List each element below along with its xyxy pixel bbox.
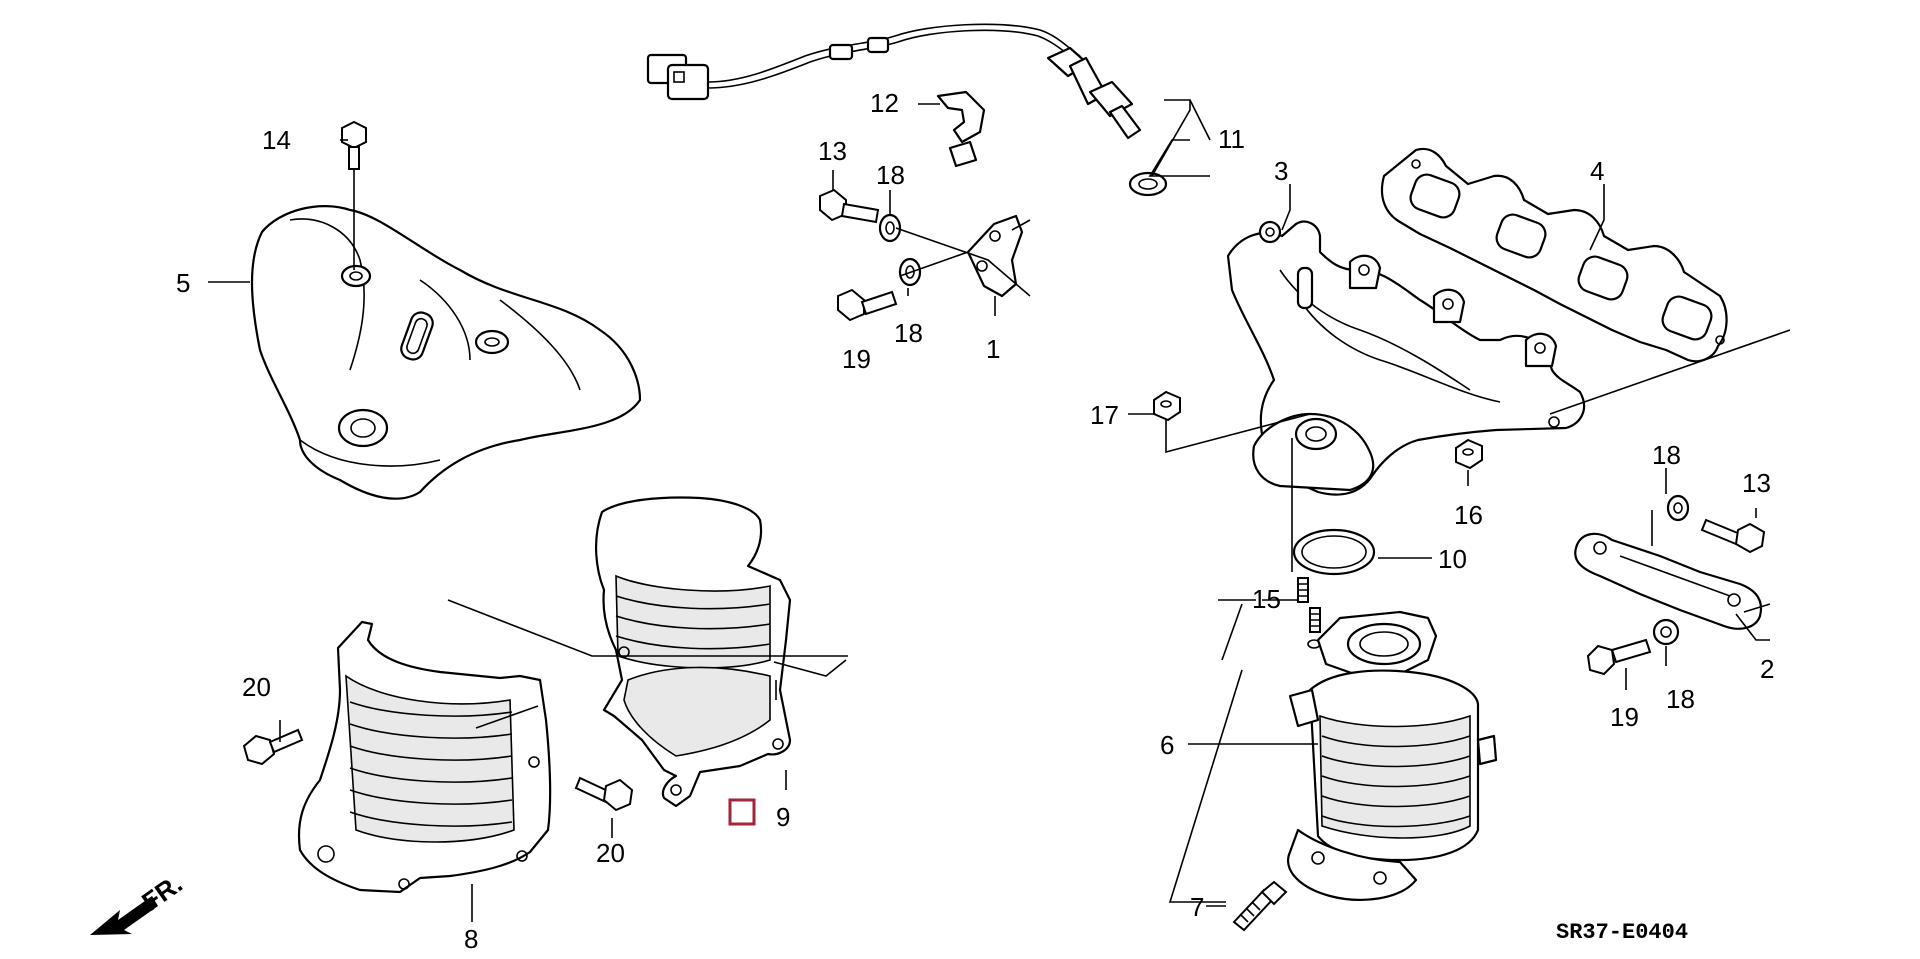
- ring-gasket-10[interactable]: [1292, 528, 1376, 576]
- callout-7: 7: [1190, 892, 1204, 922]
- callout-18-mid: 18: [894, 318, 923, 348]
- catalytic-converter-6[interactable]: [1287, 610, 1498, 901]
- bolt-20-right[interactable]: [574, 776, 634, 812]
- bolt-13-right[interactable]: [1700, 518, 1766, 554]
- selection-marker[interactable]: [728, 798, 756, 826]
- callout-18-right-bottom: 18: [1666, 684, 1695, 714]
- washer-18-right-bottom[interactable]: [1652, 618, 1680, 646]
- callout-14: 14: [262, 125, 291, 155]
- bolt-19-left[interactable]: [837, 288, 898, 322]
- callout-3: 3: [1274, 156, 1288, 186]
- bolt-14[interactable]: [341, 120, 367, 170]
- callout-5: 5: [176, 268, 190, 298]
- washer-18-right-top[interactable]: [1666, 494, 1690, 522]
- callout-2: 2: [1760, 654, 1774, 684]
- callout-11: 11: [1218, 124, 1245, 154]
- bracket-2[interactable]: [1574, 532, 1763, 630]
- nut-16[interactable]: [1455, 438, 1483, 470]
- clamp-part[interactable]: [936, 90, 986, 168]
- callout-8: 8: [464, 924, 478, 954]
- callout-6: 6: [1160, 730, 1174, 760]
- stud-15[interactable]: [1297, 577, 1321, 649]
- bolt-19-right[interactable]: [1586, 638, 1652, 676]
- manifold-gasket-4[interactable]: [1380, 147, 1728, 363]
- callout-13-right: 13: [1742, 468, 1771, 498]
- heat-shield-5[interactable]: [250, 205, 642, 500]
- oxygen-sensor[interactable]: [646, 23, 1168, 197]
- callout-9: 9: [776, 802, 790, 832]
- sensor-7[interactable]: [1232, 880, 1288, 932]
- callout-19-left: 19: [842, 344, 871, 374]
- callout-16: 16: [1454, 500, 1483, 530]
- front-direction-arrow: FR.: [90, 868, 188, 935]
- callout-4: 4: [1590, 156, 1604, 186]
- callout-13-left: 13: [818, 136, 847, 166]
- callout-10: 10: [1438, 544, 1467, 574]
- callout-19-right: 19: [1610, 702, 1639, 732]
- callout-12: 12: [870, 88, 899, 118]
- bolt-13-left[interactable]: [819, 188, 880, 224]
- diagram-code: SR37-E0404: [1556, 920, 1688, 945]
- callout-18-top: 18: [876, 160, 905, 190]
- heat-shield-8[interactable]: [297, 620, 552, 894]
- washer-18-top[interactable]: [878, 213, 902, 243]
- callout-17: 17: [1090, 400, 1119, 430]
- heat-shield-9[interactable]: [594, 496, 792, 808]
- bracket-1[interactable]: [966, 214, 1024, 298]
- callout-15: 15: [1252, 584, 1281, 614]
- bolt-20-left[interactable]: [242, 728, 304, 766]
- callout-18-right-top: 18: [1652, 440, 1681, 470]
- callout-20-right: 20: [596, 838, 625, 868]
- nut-17[interactable]: [1153, 390, 1181, 422]
- callout-1: 1: [986, 334, 1000, 364]
- callouts: 14 5 12 11 13 18 18 19 1 3 4 17 16 18 13…: [176, 88, 1774, 954]
- leader-lines: [208, 99, 1791, 922]
- callout-20-left: 20: [242, 672, 271, 702]
- exhaust-manifold-3[interactable]: [1226, 220, 1586, 496]
